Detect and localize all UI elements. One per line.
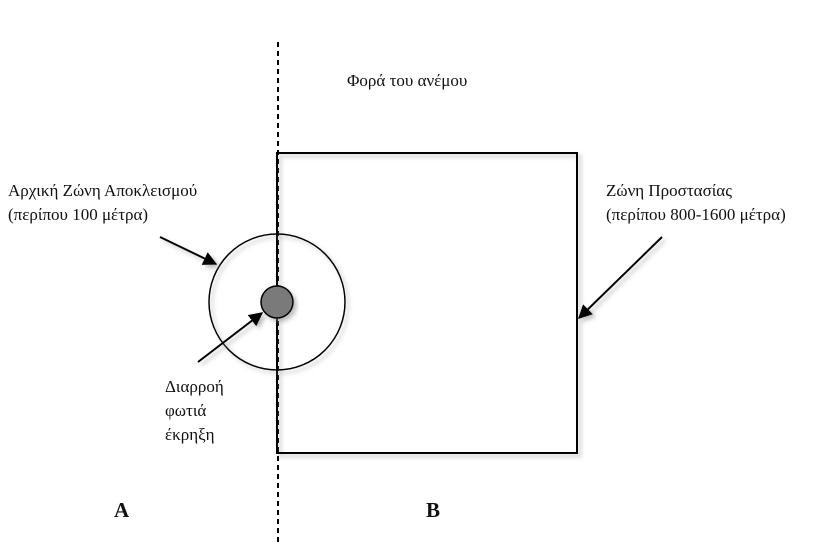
exclusion-zone-pointer-arrow [159,236,218,265]
incident-source-marker [260,285,294,319]
exclusion-zone-circle [208,233,346,371]
wind-direction-label: Φορά του ανέμου [347,71,468,90]
protection-zone-box [276,152,578,454]
incident-pointer-arrow [197,312,264,363]
area-b-label: B [426,498,441,522]
exclusion-zone-label-line2: (περίπου 100 μέτρα) [8,205,149,224]
incident-label-line3: έκρηξη [165,425,215,444]
protection-zone-label-line1: Ζώνη Προστασίας [606,181,732,200]
incident-label-line2: φωτιά [165,401,207,420]
incident-label-line1: Διαρροή [165,377,224,396]
exclusion-zone-label-line1: Αρχική Ζώνη Αποκλεισμού [8,181,198,200]
protection-zone-pointer-arrow [577,236,663,319]
area-a-label: A [114,498,130,522]
protection-zone-label-line2: (περίπου 800-1600 μέτρα) [606,205,786,224]
